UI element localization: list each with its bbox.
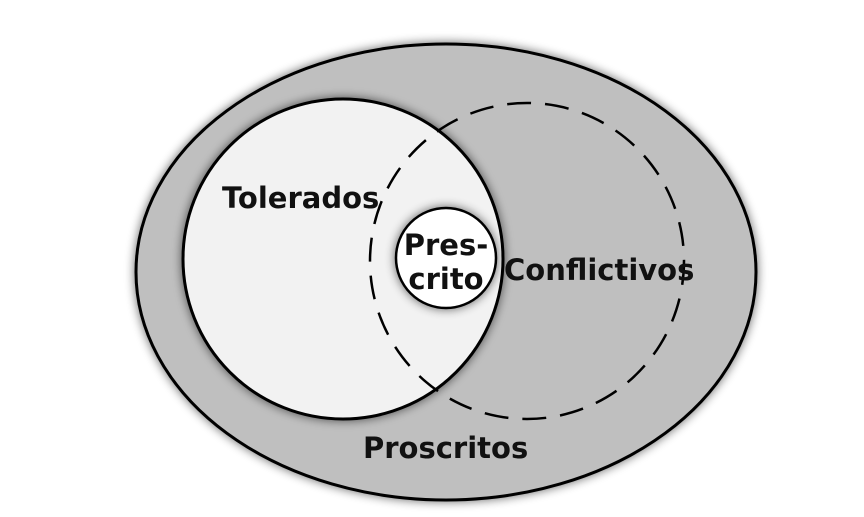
prescribed-label-line2: crito [408,262,483,296]
prescribed-label-line1: Pres- [404,228,489,262]
tolerated-label: Tolerados [222,181,379,215]
conflictive-region [368,101,686,421]
tolerated-region [181,97,505,421]
prescribed-region [394,206,498,310]
conflictive-label: Conflictivos [504,253,694,287]
proscribed-label: Proscritos [363,431,528,465]
